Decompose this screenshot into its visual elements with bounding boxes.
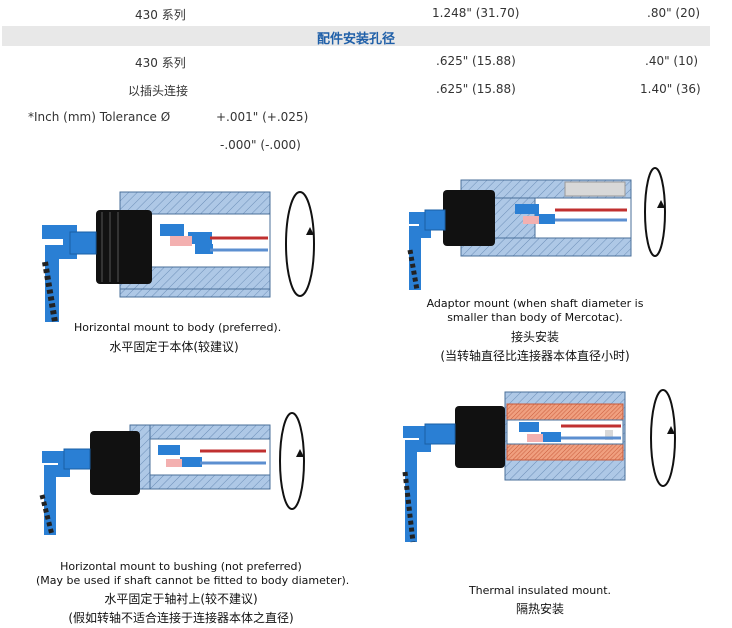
adaptor-connector-body xyxy=(443,190,495,246)
spec-row-2-label: 430 系列 xyxy=(135,56,186,70)
caption-body-mount-cn: 水平固定于本体(较建议) xyxy=(109,340,239,354)
section-title: 配件安装孔径 xyxy=(316,32,395,47)
diagram-thermal-mount xyxy=(402,389,676,543)
diagram-bushing-mount xyxy=(39,412,305,536)
caption-bushing-en-1: Horizontal mount to bushing (not preferr… xyxy=(60,560,302,573)
caption-body-mount-en: Horizontal mount to body (preferred). xyxy=(74,321,282,334)
spec-row-1-dim2: .80" (20) xyxy=(647,6,701,20)
tolerance-minus: -.000" (-.000) xyxy=(220,138,301,152)
caption-thermal-cn: 隔热安装 xyxy=(515,602,564,616)
caption-bushing-cn-1: 水平固定于轴衬上(较不建议) xyxy=(104,592,258,606)
caption-bushing-en-2: (May be used if shaft cannot be fitted t… xyxy=(36,574,350,587)
spec-row-2-dim1: .625" (15.88) xyxy=(436,54,516,68)
diagram-body-mount xyxy=(42,191,315,323)
caption-adaptor-cn-2: (当转轴直径比连接器本体直径小时) xyxy=(440,349,630,363)
caption-adaptor-cn-1: 接头安装 xyxy=(510,330,559,344)
thermal-connector-body xyxy=(455,406,505,468)
bushing-connector-body xyxy=(90,431,140,495)
spec-row-1-label: 430 系列 xyxy=(135,8,186,22)
section-header-bar: 配件安装孔径 xyxy=(2,26,710,47)
spec-row-3-dim1: .625" (15.88) xyxy=(436,82,516,96)
spec-row-2-dim2: .40" (10) xyxy=(645,54,699,68)
caption-adaptor-en-1: Adaptor mount (when shaft diameter is xyxy=(426,297,644,310)
diagram-adaptor-mount xyxy=(407,167,666,291)
caption-adaptor-en-2: smaller than body of Mercotac). xyxy=(447,311,623,324)
tolerance-label: *Inch (mm) Tolerance Ø xyxy=(28,110,171,124)
spec-row-3-label: 以插头连接 xyxy=(128,84,189,98)
caption-thermal-en: Thermal insulated mount. xyxy=(468,584,612,597)
tolerance-plus: +.001" (+.025) xyxy=(216,110,309,124)
spec-row-1-dim1: 1.248" (31.70) xyxy=(432,6,520,20)
caption-bushing-cn-2: (假如转轴不适合连接于连接器本体之直径) xyxy=(68,611,294,625)
spec-row-3-dim2: 1.40" (36) xyxy=(640,82,701,96)
connector-body xyxy=(96,210,152,284)
